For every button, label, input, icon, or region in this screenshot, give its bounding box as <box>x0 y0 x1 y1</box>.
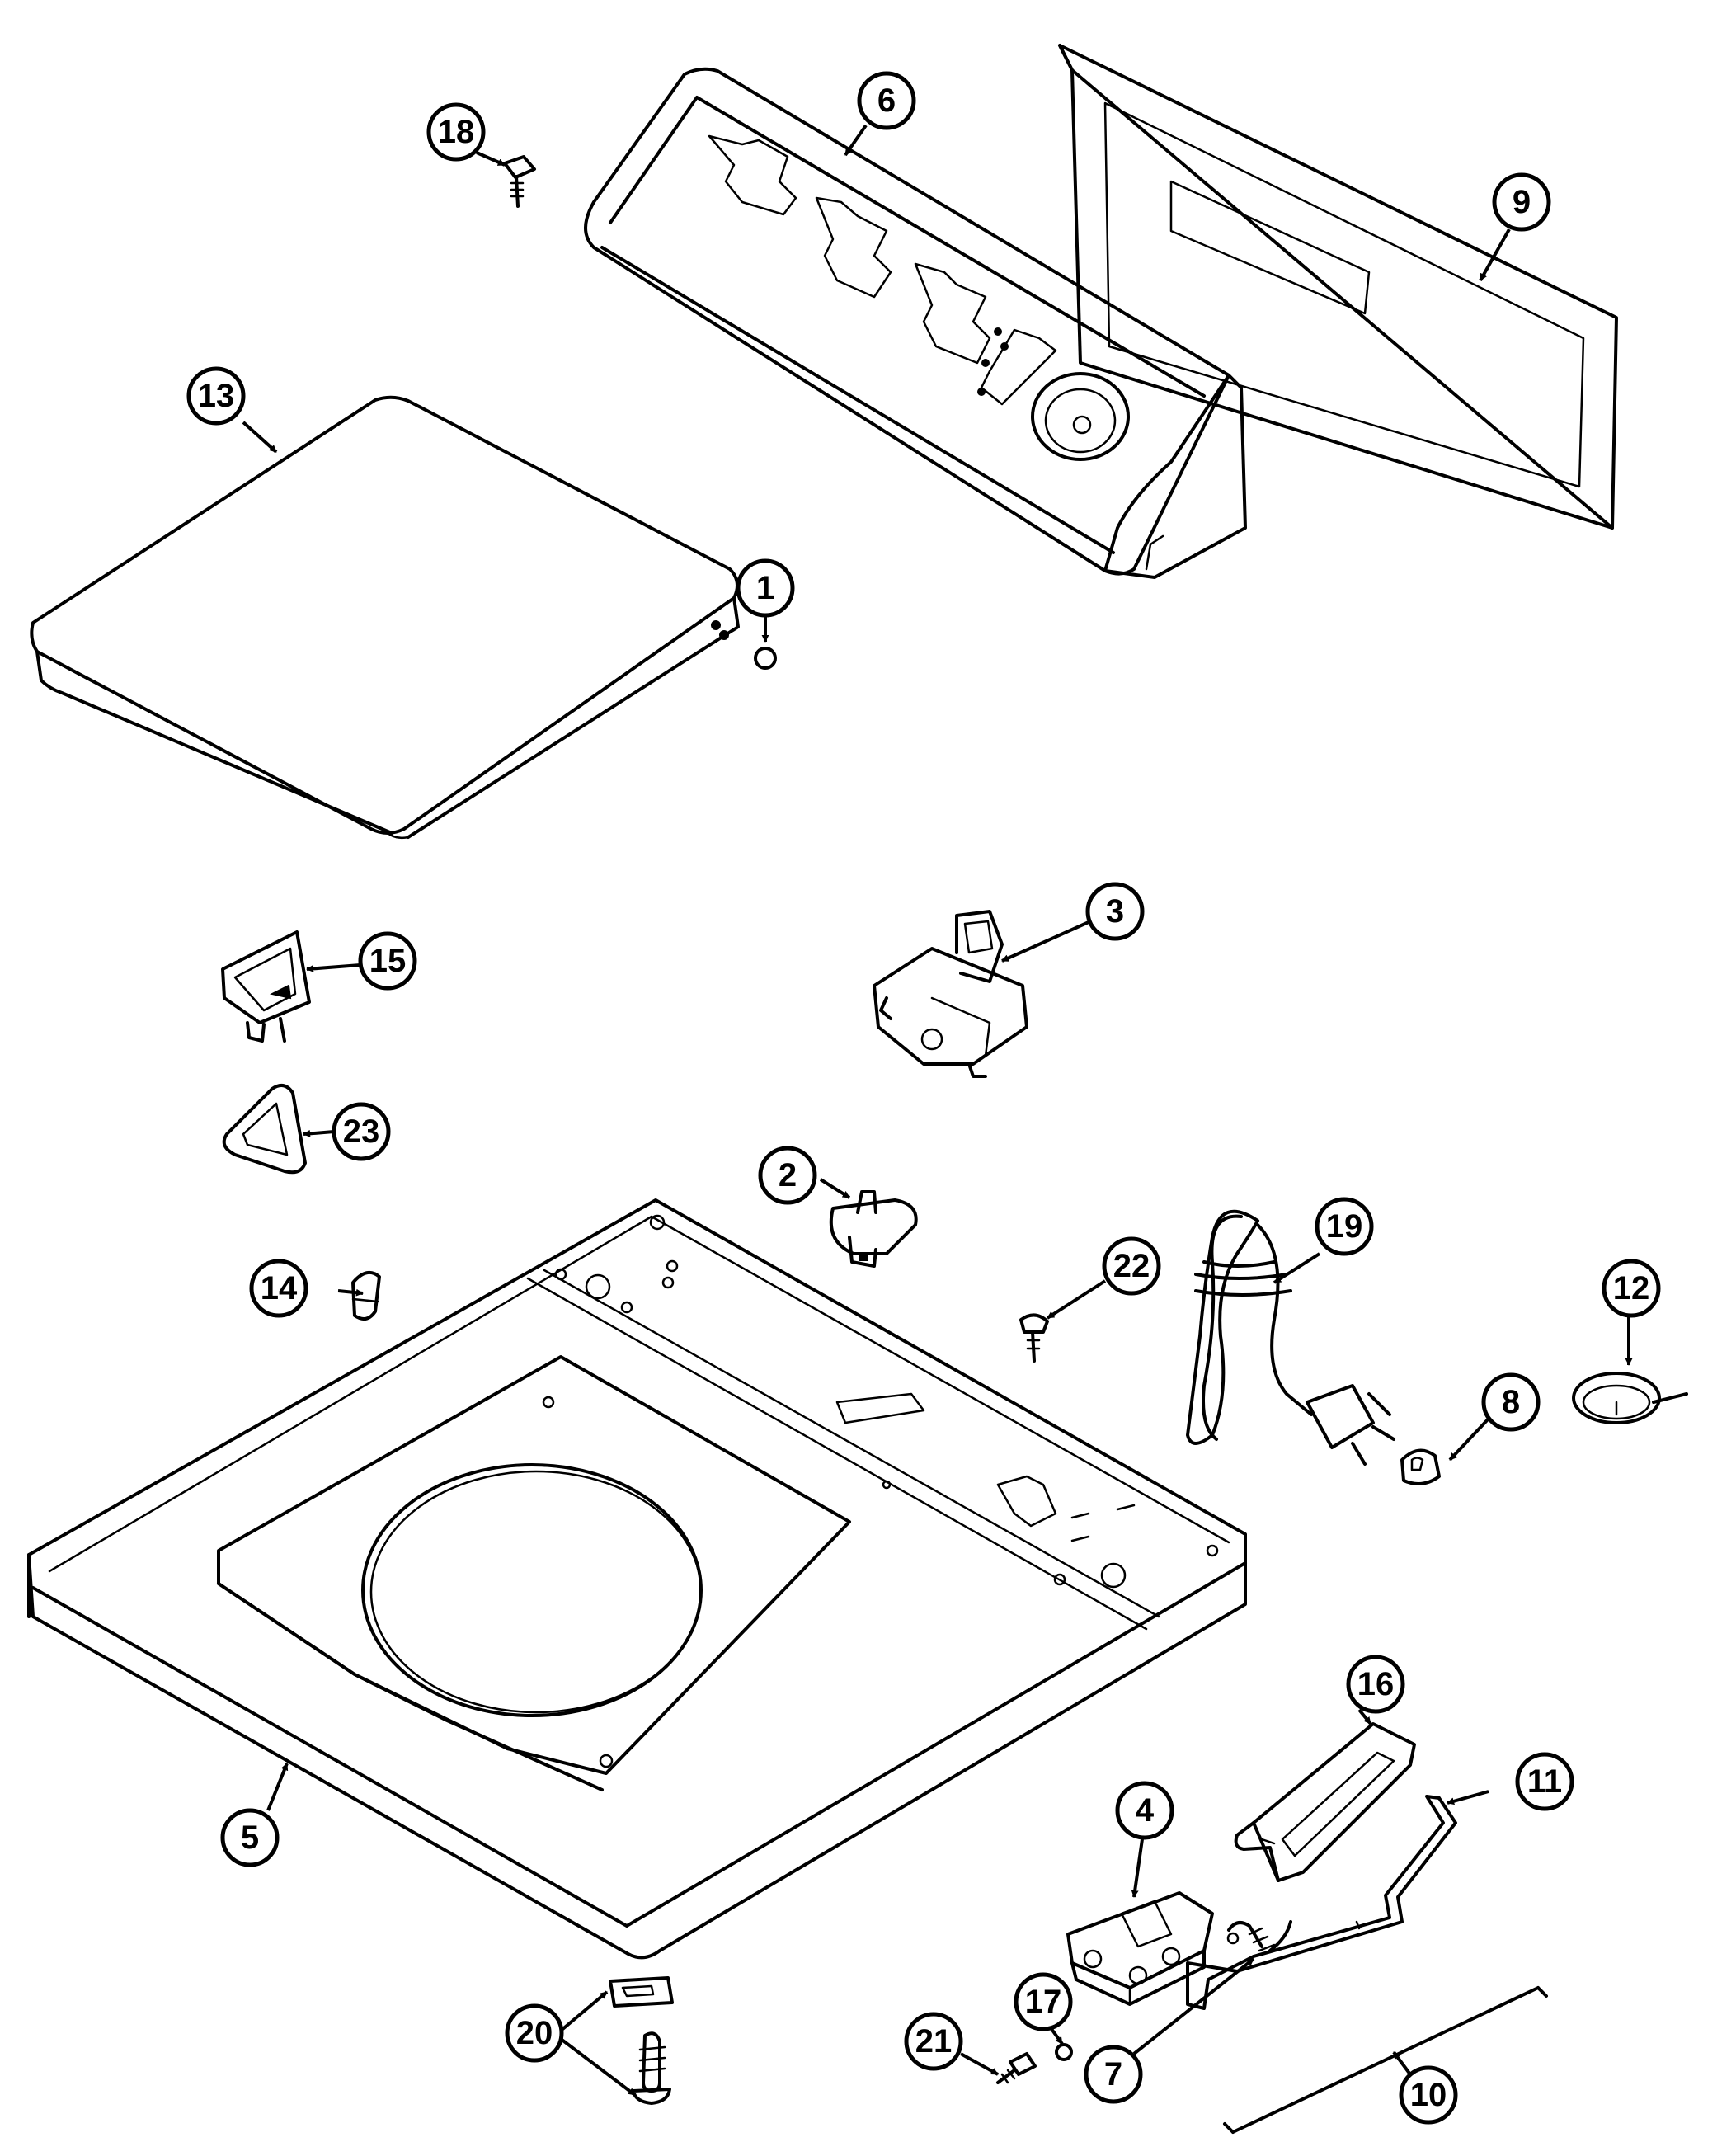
callout-label: 12 <box>1613 1270 1650 1306</box>
actuator-part-16 <box>1234 1722 1416 1882</box>
callout-label: 17 <box>1025 1984 1062 2020</box>
callout-15: 15 <box>358 931 417 991</box>
callout-5: 5 <box>220 1808 280 1867</box>
callout-8: 8 <box>1481 1372 1541 1432</box>
rod-part-11 <box>1186 1795 1457 2010</box>
spring-part-7 <box>1226 1920 1292 1952</box>
callout-label: 9 <box>1513 184 1531 220</box>
callout-label: 8 <box>1502 1384 1520 1420</box>
callout-3: 3 <box>1085 882 1145 941</box>
callout-label: 1 <box>756 570 774 606</box>
callout-label: 15 <box>369 943 407 979</box>
callout-23: 23 <box>332 1102 391 1161</box>
callout-21: 21 <box>904 2012 963 2071</box>
callout-label: 2 <box>779 1157 797 1193</box>
callout-17: 17 <box>1014 1972 1073 2031</box>
callout-19: 19 <box>1315 1197 1374 1256</box>
lid-lock-part-4 <box>1066 1891 1214 2006</box>
bracket-part-10 <box>1223 1986 1548 2134</box>
callout-label: 5 <box>241 1820 259 1856</box>
clip-screw-part-20 <box>609 1976 674 2105</box>
screw-part-21 <box>996 2052 1037 2084</box>
actuator-part-15 <box>221 930 311 1043</box>
bumper-part-1 <box>754 647 777 670</box>
control-console-part <box>584 67 1247 579</box>
screw-part-22 <box>1019 1313 1049 1363</box>
callout-label: 22 <box>1113 1248 1150 1284</box>
callout-14: 14 <box>249 1259 308 1318</box>
callout-label: 20 <box>516 2015 553 2051</box>
callout-9: 9 <box>1492 172 1551 232</box>
callout-label: 6 <box>877 82 896 119</box>
console-panel-part <box>1058 44 1618 530</box>
callout-label: 7 <box>1104 2056 1122 2093</box>
callout-18: 18 <box>426 102 486 162</box>
callout-label: 18 <box>438 114 475 150</box>
callout-13: 13 <box>186 366 246 426</box>
lid-switch-part-3 <box>873 910 1028 1078</box>
leader-lines <box>242 124 1633 2097</box>
callout-label: 3 <box>1106 893 1124 930</box>
callout-10: 10 <box>1399 2065 1458 2125</box>
callout-label: 13 <box>198 378 235 414</box>
callout-label: 11 <box>1527 1763 1562 1800</box>
callout-label: 23 <box>343 1113 380 1150</box>
power-cord-part-19 <box>1186 1209 1395 1466</box>
lid-part <box>30 395 740 840</box>
washer-top-part-5 <box>27 1198 1247 1960</box>
knob-part-8 <box>1400 1448 1441 1485</box>
callout-2: 2 <box>758 1146 817 1205</box>
washer-part-17 <box>1055 2043 1073 2061</box>
callout-label: 10 <box>1410 2077 1447 2113</box>
callout-label: 4 <box>1136 1792 1155 1829</box>
seal-part-23 <box>222 1084 307 1175</box>
callout-label: 16 <box>1357 1666 1395 1702</box>
callout-16: 16 <box>1346 1655 1405 1714</box>
plug-part-14 <box>351 1270 381 1321</box>
ring-part-12 <box>1572 1372 1688 1424</box>
callout-label: 14 <box>261 1270 298 1306</box>
callout-11: 11 <box>1515 1752 1574 1811</box>
callout-label: 19 <box>1326 1208 1363 1245</box>
screw-part-18 <box>503 155 536 208</box>
callout-1: 1 <box>736 558 795 618</box>
callout-12: 12 <box>1602 1259 1661 1318</box>
callout-22: 22 <box>1102 1236 1161 1296</box>
callout-7: 7 <box>1084 2045 1143 2104</box>
callout-label: 21 <box>915 2023 953 2060</box>
callout-4: 4 <box>1115 1781 1174 1840</box>
hinge-part-2 <box>829 1190 918 1268</box>
callout-6: 6 <box>857 71 916 130</box>
callout-20: 20 <box>505 2003 564 2063</box>
